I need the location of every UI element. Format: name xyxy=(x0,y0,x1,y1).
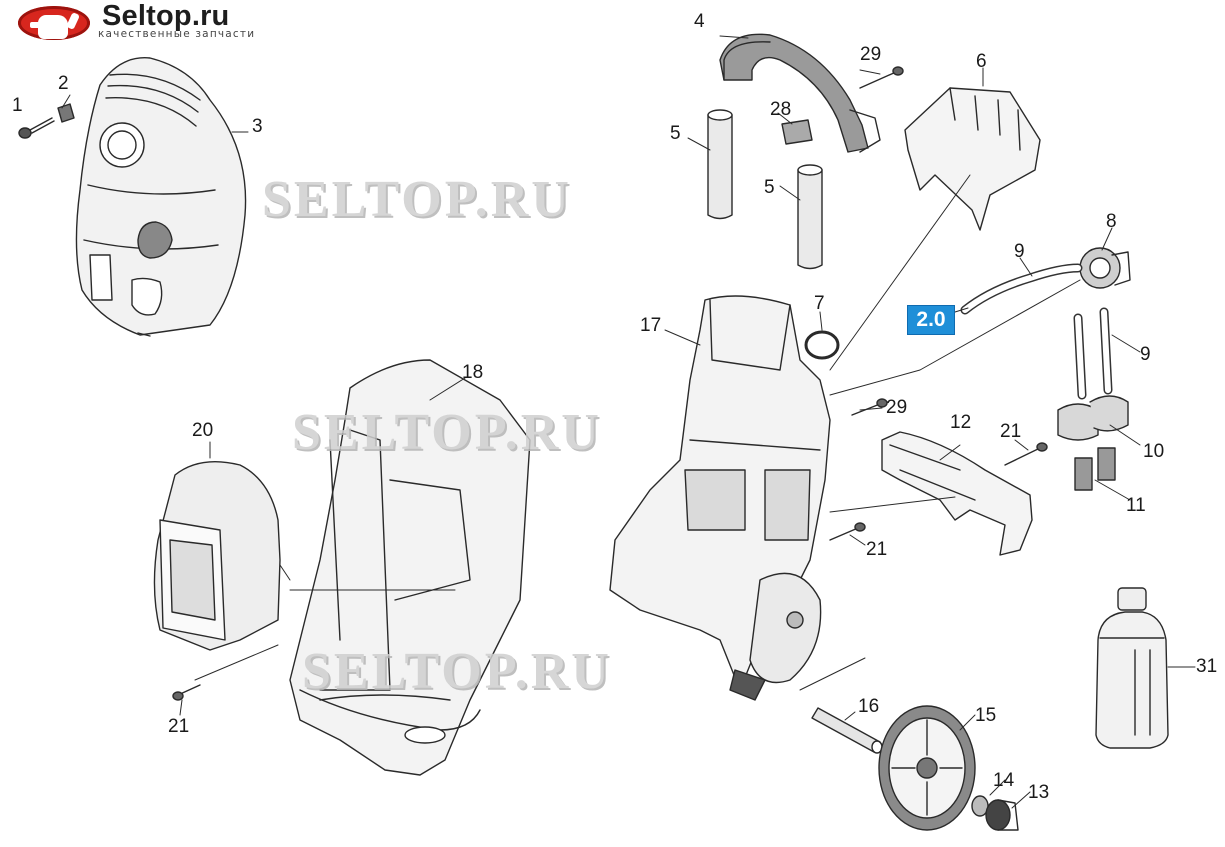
part-number-13: 13 xyxy=(1028,782,1050,803)
part-number-31: 31 xyxy=(1196,656,1218,677)
part-11-filters xyxy=(1074,447,1116,491)
part-number-29a: 29 xyxy=(860,44,882,65)
part-number-6: 6 xyxy=(976,51,987,72)
part-number-2: 2 xyxy=(58,73,69,94)
part-8-connector xyxy=(1079,247,1131,289)
logo-title: Seltop.ru xyxy=(102,0,230,32)
part-number-5a: 5 xyxy=(670,123,681,144)
part-number-20: 20 xyxy=(192,420,214,441)
part-10-caps xyxy=(1057,395,1129,441)
part-number-9a: 9 xyxy=(1014,241,1025,262)
part-31-bottle xyxy=(1095,587,1169,749)
part-number-17: 17 xyxy=(640,315,662,336)
part-17-frame xyxy=(609,295,831,701)
part-number-3: 3 xyxy=(252,116,263,137)
part-number-21c: 21 xyxy=(168,716,190,737)
part-number-4: 4 xyxy=(694,11,705,32)
seltop-logo[interactable]: Seltop.ru качественные запчасти xyxy=(18,0,318,46)
part-3-front-cover xyxy=(75,57,247,337)
part-number-5b: 5 xyxy=(764,177,775,198)
part-4-handle xyxy=(719,33,881,153)
part-2-clip xyxy=(57,103,75,123)
part-15-wheel xyxy=(878,705,976,831)
part-number-7: 7 xyxy=(814,293,825,314)
part-9-hose-top xyxy=(960,263,1083,315)
part-28-clip xyxy=(781,119,813,145)
part-number-14: 14 xyxy=(993,770,1015,791)
part-7-ring xyxy=(804,330,840,360)
part-5-tube-b xyxy=(797,164,823,270)
part-number-28: 28 xyxy=(770,99,792,120)
section-link-2-0[interactable]: 2.0 xyxy=(907,305,955,335)
logo-subtitle: качественные запчасти xyxy=(98,28,256,40)
part-13-cap xyxy=(985,799,1019,831)
part-9-hose-side xyxy=(1073,307,1113,400)
part-16-axle xyxy=(811,707,883,754)
part-5-tube-a xyxy=(707,109,733,220)
part-18-housing xyxy=(289,359,531,776)
part-20-panel xyxy=(153,460,281,651)
part-number-1: 1 xyxy=(12,95,23,116)
part-number-10: 10 xyxy=(1143,441,1165,462)
part-number-16: 16 xyxy=(858,696,880,717)
leader-lines xyxy=(61,35,1196,809)
part-21-screw-left xyxy=(172,684,201,701)
part-number-21a: 21 xyxy=(1000,421,1022,442)
part-29-screw-top xyxy=(859,66,904,89)
part-21-screw-right xyxy=(829,522,866,541)
logo-fist-emblem xyxy=(18,6,90,40)
part-6-bracket xyxy=(904,87,1041,231)
part-number-11: 11 xyxy=(1126,495,1146,516)
part-1-screw xyxy=(18,117,55,139)
part-number-18: 18 xyxy=(462,362,484,383)
part-29-screw-mid xyxy=(851,398,888,416)
part-number-8: 8 xyxy=(1106,211,1117,232)
part-21-screw-right-top xyxy=(1004,442,1048,466)
part-number-15: 15 xyxy=(975,705,997,726)
part-number-12: 12 xyxy=(950,412,972,433)
part-number-21b: 21 xyxy=(866,539,888,560)
part-number-9b: 9 xyxy=(1140,344,1151,365)
part-number-29b: 29 xyxy=(886,397,908,418)
part-12-bracket xyxy=(881,431,1033,556)
